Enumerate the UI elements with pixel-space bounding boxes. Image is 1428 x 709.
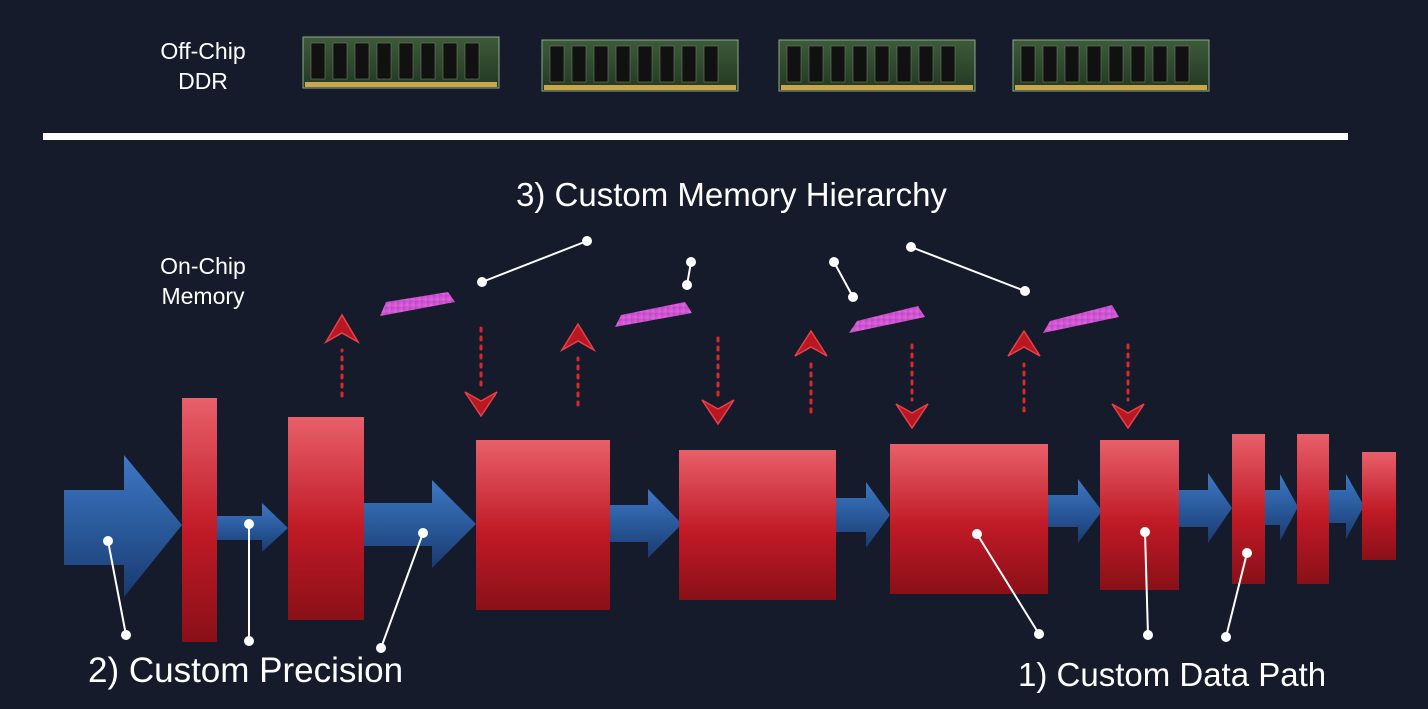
custom-precision-label: 2) Custom Precision <box>88 651 404 690</box>
on-chip-label-line1: On-Chip <box>160 253 246 279</box>
divider-line <box>43 133 1348 140</box>
layer-block <box>1100 440 1179 590</box>
memory-write-arrow <box>1007 329 1041 413</box>
ram-stick-icon <box>541 39 739 92</box>
memory-chip-icon <box>615 302 692 327</box>
memory-write-arrow <box>794 329 828 414</box>
custom-memory-hierarchy-label: 3) Custom Memory Hierarchy <box>516 176 947 213</box>
layer-block <box>182 398 217 642</box>
layer-block <box>679 450 836 600</box>
data-path-arrow <box>1048 479 1102 543</box>
data-path-arrow <box>836 482 890 548</box>
layer-block <box>1362 452 1396 560</box>
layer-block <box>476 440 610 610</box>
data-path-arrow <box>364 480 476 568</box>
layer-block <box>1232 434 1265 584</box>
data-path-arrow <box>1264 474 1298 541</box>
data-path-callouts <box>972 527 1252 642</box>
off-chip-label-line1: Off-Chip <box>160 38 246 64</box>
on-chip-label: On-Chip Memory <box>148 251 258 311</box>
layer-block <box>1297 434 1329 584</box>
data-path-arrow <box>1328 474 1364 539</box>
memory-read-arrow <box>1111 343 1145 430</box>
custom-data-path-label: 1) Custom Data Path <box>1018 656 1327 693</box>
memory-hierarchy-callouts <box>477 236 1030 302</box>
data-path-arrow <box>64 455 182 597</box>
ram-stick-icon <box>778 39 976 92</box>
memory-chip-icon <box>1043 305 1119 333</box>
memory-read-arrow <box>895 343 929 430</box>
memory-chip-icon <box>849 306 925 333</box>
memory-chip-icon <box>380 292 455 316</box>
memory-write-arrow <box>323 313 361 398</box>
memory-read-arrow <box>701 336 735 426</box>
data-path-arrow <box>610 489 682 558</box>
off-chip-label: Off-Chip DDR <box>150 36 256 96</box>
off-chip-label-line2: DDR <box>178 68 228 94</box>
layer-block <box>288 417 364 620</box>
memory-read-arrow <box>464 326 498 418</box>
data-path-arrow <box>1178 473 1232 543</box>
layer-block <box>890 444 1048 594</box>
on-chip-label-line2: Memory <box>161 283 245 309</box>
ram-stick-icon <box>302 36 500 89</box>
memory-write-arrow <box>559 322 597 407</box>
ram-stick-icon <box>1012 39 1210 92</box>
precision-callouts <box>103 519 428 653</box>
